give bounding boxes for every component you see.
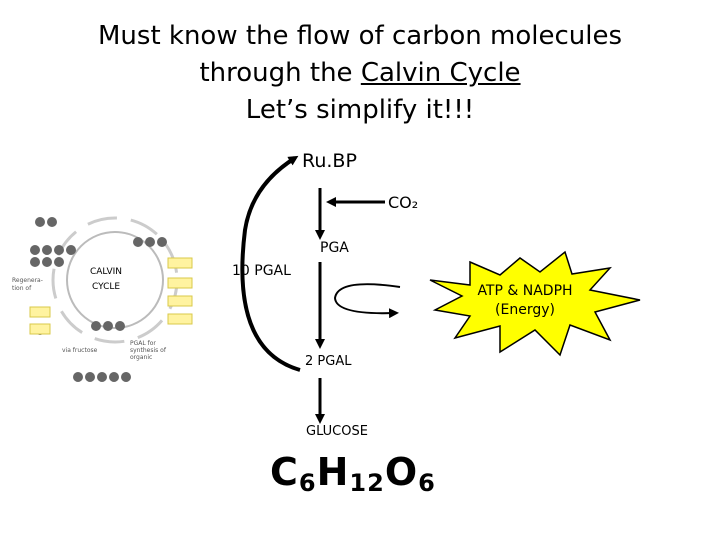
svg-text:PGAL for: PGAL for	[130, 340, 156, 347]
thumbnail-center-line-2: CYCLE	[91, 282, 121, 292]
formula-o-subscript: 6	[418, 469, 436, 497]
svg-text:organic: organic	[130, 354, 152, 361]
energy-label-line-1: ATP & NADPH	[477, 283, 573, 299]
title-calvin-cycle: Calvin Cycle	[360, 58, 521, 88]
thumbnail-energy-boxes	[29, 257, 193, 335]
thumbnail-inner-ring	[66, 231, 164, 329]
svg-text:via fructose: via fructose	[62, 347, 98, 354]
thumbnail-center-label: CALVIN CYCLE	[86, 265, 126, 295]
formula-o: O	[384, 450, 419, 494]
energy-input-arrow	[333, 283, 401, 319]
pgal-2-label: 2 PGAL	[305, 354, 352, 369]
formula-h: H	[316, 450, 350, 494]
thumbnail-center-line-1: CALVIN	[89, 267, 122, 277]
regeneration-loop-arrow	[240, 155, 301, 372]
slide-title: Must know the flow of carbon molecules t…	[0, 18, 720, 129]
energy-star	[429, 250, 641, 357]
svg-text:tion of: tion of	[12, 285, 32, 292]
title-line-2: through the Calvin Cycle	[0, 55, 720, 92]
pgal-10-label: 10 PGAL	[232, 263, 291, 279]
glucose-label: GLUCOSE	[306, 424, 368, 439]
formula-c-subscript: 6	[298, 469, 317, 497]
title-line-1: Must know the flow of carbon molecules	[97, 21, 623, 51]
thumbnail-tiny-text: Regenera- tion of via fructose PGAL for …	[12, 277, 167, 361]
rubp-label: Ru.BP	[302, 150, 357, 172]
glucose-formula: C6H12O6	[270, 450, 436, 497]
energy-label-line-2: (Energy)	[495, 302, 555, 318]
pga-label: PGA	[320, 240, 349, 256]
svg-text:Regenera-: Regenera-	[12, 277, 43, 284]
formula-h-subscript: 12	[349, 469, 385, 497]
energy-label: ATP & NADPH (Energy)	[455, 282, 595, 320]
svg-text:synthesis of: synthesis of	[130, 347, 167, 354]
formula-c: C	[270, 450, 299, 494]
calvin-cycle-thumbnail: Regenera- tion of via fructose PGAL for …	[12, 216, 193, 382]
title-line-3: Let’s simplify it!!!	[245, 95, 475, 125]
title-line-2-prefix: through the	[199, 58, 361, 88]
co2-label: CO₂	[388, 193, 419, 212]
